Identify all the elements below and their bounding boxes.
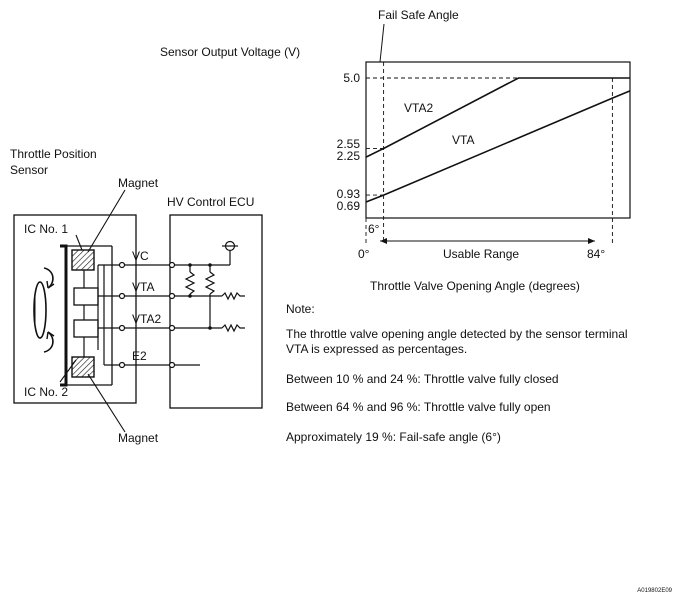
guide-lines <box>365 62 613 244</box>
ic2-label: IC No. 2 <box>24 385 68 399</box>
ic-no-2 <box>73 319 99 338</box>
y-axis-label: Sensor Output Voltage (V) <box>160 45 300 59</box>
magnet-top <box>71 249 95 271</box>
sensor-housing <box>13 214 137 404</box>
magnet-top-label: Magnet <box>118 176 159 190</box>
y-tick-2-25: 2.25 <box>337 149 361 163</box>
series-layer <box>365 77 631 203</box>
note-open: Between 64 % and 96 %: Throttle valve fu… <box>286 400 551 414</box>
note-closed: Between 10 % and 24 %: Throttle valve fu… <box>286 372 559 386</box>
plot-area <box>365 61 631 219</box>
vta-label: VTA <box>132 280 154 294</box>
y-tick-0-93: 0.93 <box>337 187 361 201</box>
ecu-label: HV Control ECU <box>167 195 254 209</box>
vta2-label: VTA2 <box>132 312 161 326</box>
terminal-vta2 <box>118 324 126 332</box>
x-axis-label: Throttle Valve Opening Angle (degrees) <box>370 279 580 293</box>
series-label-vta2: VTA2 <box>404 101 433 115</box>
voltage-graph: Fail Safe Angle Sensor Output Voltage (V… <box>160 8 631 293</box>
terminal-vc <box>118 261 126 269</box>
fail-safe-leader <box>379 23 385 63</box>
figure-code: A019802E09 <box>637 588 672 594</box>
ecu-box <box>169 214 263 409</box>
series-label-vta: VTA <box>452 133 474 147</box>
y-tick-0-69: 0.69 <box>337 199 361 213</box>
note-heading: Note: <box>286 302 315 316</box>
note-line-1: The throttle valve opening angle detecte… <box>286 327 628 341</box>
terminal-e2 <box>118 361 126 369</box>
series-line-vta2 <box>365 77 630 158</box>
usable-range-label: Usable Range <box>443 247 519 261</box>
note-failsafe: Approximately 19 %: Fail-safe angle (6°) <box>286 430 501 444</box>
fail-safe-tick-label: 6° <box>368 222 380 236</box>
y-tick-2-55: 2.55 <box>337 137 361 151</box>
x-tick-84: 84° <box>587 247 605 261</box>
ic1-label: IC No. 1 <box>24 222 68 236</box>
vc-label: VC <box>132 249 149 263</box>
fail-safe-angle-label: Fail Safe Angle <box>378 8 459 22</box>
sensor-circuit: Throttle Position Sensor <box>10 147 263 445</box>
sensor-title-line1: Throttle Position <box>10 147 97 161</box>
usable-range-arrowhead-right <box>588 238 595 244</box>
sensor-title-line2: Sensor <box>10 163 48 177</box>
magnet-bottom-label: Magnet <box>118 431 159 445</box>
x-tick-0: 0° <box>358 247 370 261</box>
usable-range-arrowhead-left <box>380 238 387 244</box>
note-line-2: VTA is expressed as percentages. <box>286 342 468 356</box>
rotation-symbol <box>33 267 55 353</box>
series-line-vta <box>365 90 631 203</box>
terminal-vta <box>118 292 126 300</box>
magnet-bottom <box>71 356 95 378</box>
y-tick-5-0: 5.0 <box>343 71 360 85</box>
e2-label: E2 <box>132 349 147 363</box>
ic-no-1 <box>73 287 99 306</box>
